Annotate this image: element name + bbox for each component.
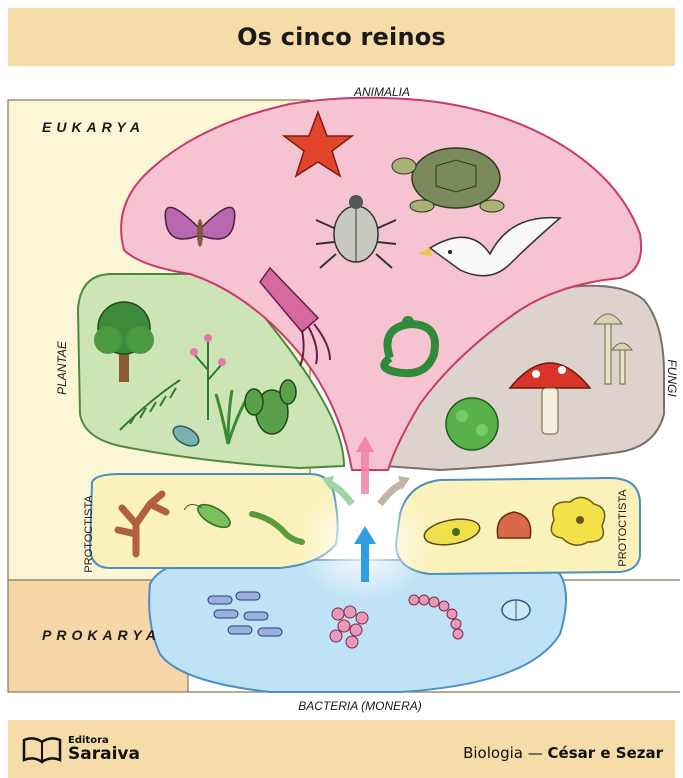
header-band: Os cinco reinos (8, 8, 675, 66)
publisher-name: Saraiva (68, 746, 140, 763)
diplococcus-icon (502, 600, 530, 620)
animalia-label: ANIMALIA (353, 85, 410, 99)
credit-separator: — (523, 744, 548, 762)
bacteria-label: BACTERIA (MONERA) (298, 699, 422, 713)
prokarya-label: PROKARYA (42, 627, 161, 643)
book-title: Biologia (463, 744, 523, 762)
protoctista-left-label: PROTOCTISTA (83, 495, 95, 573)
plantae-label: PLANTAE (55, 340, 69, 395)
fungi-label: FUNGI (665, 359, 679, 397)
publisher-logo: Editora Saraiva (22, 734, 140, 764)
open-book-icon (22, 734, 62, 764)
book-credit: Biologia — César e Sezar (463, 744, 663, 762)
footer: Editora Saraiva Biologia — César e Sezar (0, 720, 683, 778)
mold-icon (446, 398, 498, 450)
protoctista-right-label: PROTOCTISTA (617, 489, 629, 567)
book-authors: César e Sezar (548, 744, 663, 762)
page-title: Os cinco reinos (237, 23, 446, 51)
eukarya-label: EUKARYA (42, 119, 145, 135)
five-kingdoms-diagram: EUKARYA PROKARYA ANIMALIA BACTERIA (MONE… (0, 74, 683, 720)
amoeba-icon (551, 497, 604, 545)
